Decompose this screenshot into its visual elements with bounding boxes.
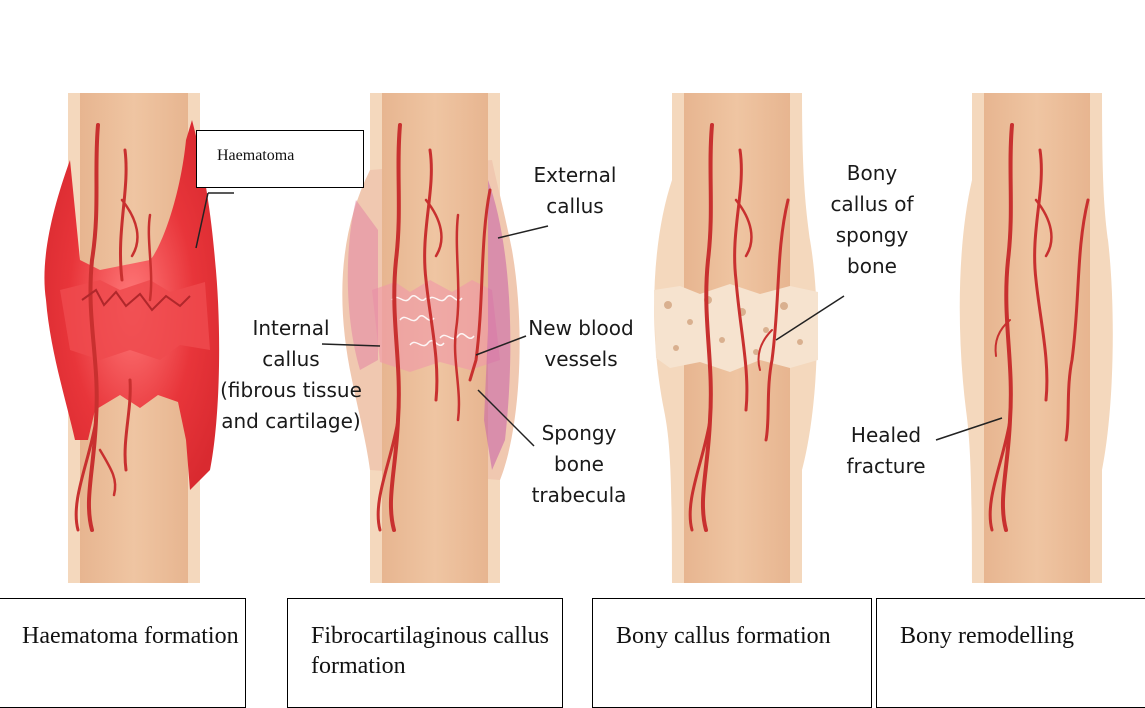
- stage-box-bony-remodelling: Bony remodelling: [876, 598, 1145, 708]
- label-bony-callus-spongy-bone: Bony callus of spongy bone: [818, 158, 926, 282]
- stage-label: Haematoma formation: [22, 623, 239, 649]
- haematoma-label: Haematoma: [217, 147, 294, 164]
- haematoma-label-box: Haematoma: [196, 130, 364, 188]
- stage-box-fibrocartilaginous-callus: Fibrocartilaginous callus formation: [287, 598, 563, 708]
- stage-box-bony-callus: Bony callus formation: [592, 598, 872, 708]
- bone-stage-1: [44, 93, 219, 583]
- stage-label: Bony callus formation: [616, 623, 831, 649]
- label-new-blood-vessels: New blood vessels: [516, 313, 646, 375]
- stage-label: Fibrocartilaginous callus formation: [311, 623, 549, 679]
- label-external-callus: External callus: [510, 160, 640, 222]
- bone-stage-4: [960, 93, 1113, 583]
- bone-stage-3: [654, 93, 818, 583]
- stage-label: Bony remodelling: [900, 623, 1074, 649]
- label-internal-callus: Internal callus (fibrous tissue and cart…: [206, 313, 376, 437]
- stage-box-haematoma-formation: Haematoma formation: [0, 598, 246, 708]
- label-healed-fracture: Healed fracture: [836, 420, 936, 482]
- label-spongy-bone-trabecula: Spongy bone trabecula: [514, 418, 644, 511]
